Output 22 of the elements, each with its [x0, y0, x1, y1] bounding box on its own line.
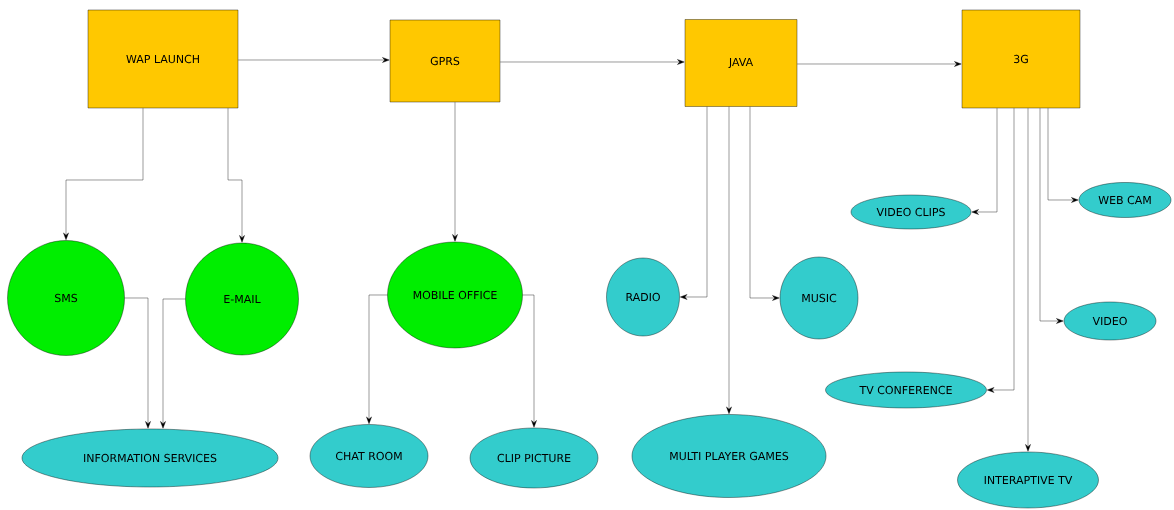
arrow	[680, 106, 708, 300]
arrow	[797, 61, 962, 67]
arrow	[238, 57, 390, 63]
arrow	[987, 108, 1015, 393]
arrow	[124, 297, 151, 429]
arrow	[227, 108, 245, 243]
arrow	[726, 106, 732, 414]
arrow	[1025, 108, 1031, 452]
arrow	[1047, 108, 1079, 203]
arrow	[500, 59, 685, 65]
arrow	[749, 106, 780, 301]
technology-box: JAVA	[684, 19, 798, 107]
arrow	[1039, 108, 1064, 324]
arrow	[63, 108, 144, 240]
arrow	[971, 108, 998, 215]
arrow	[366, 294, 388, 424]
arrow	[522, 294, 537, 428]
technology-box: WAP LAUNCH	[87, 9, 239, 109]
arrow	[452, 102, 458, 242]
technology-box: GPRS	[389, 19, 501, 103]
technology-box: 3G	[961, 9, 1081, 109]
arrow	[160, 298, 186, 429]
